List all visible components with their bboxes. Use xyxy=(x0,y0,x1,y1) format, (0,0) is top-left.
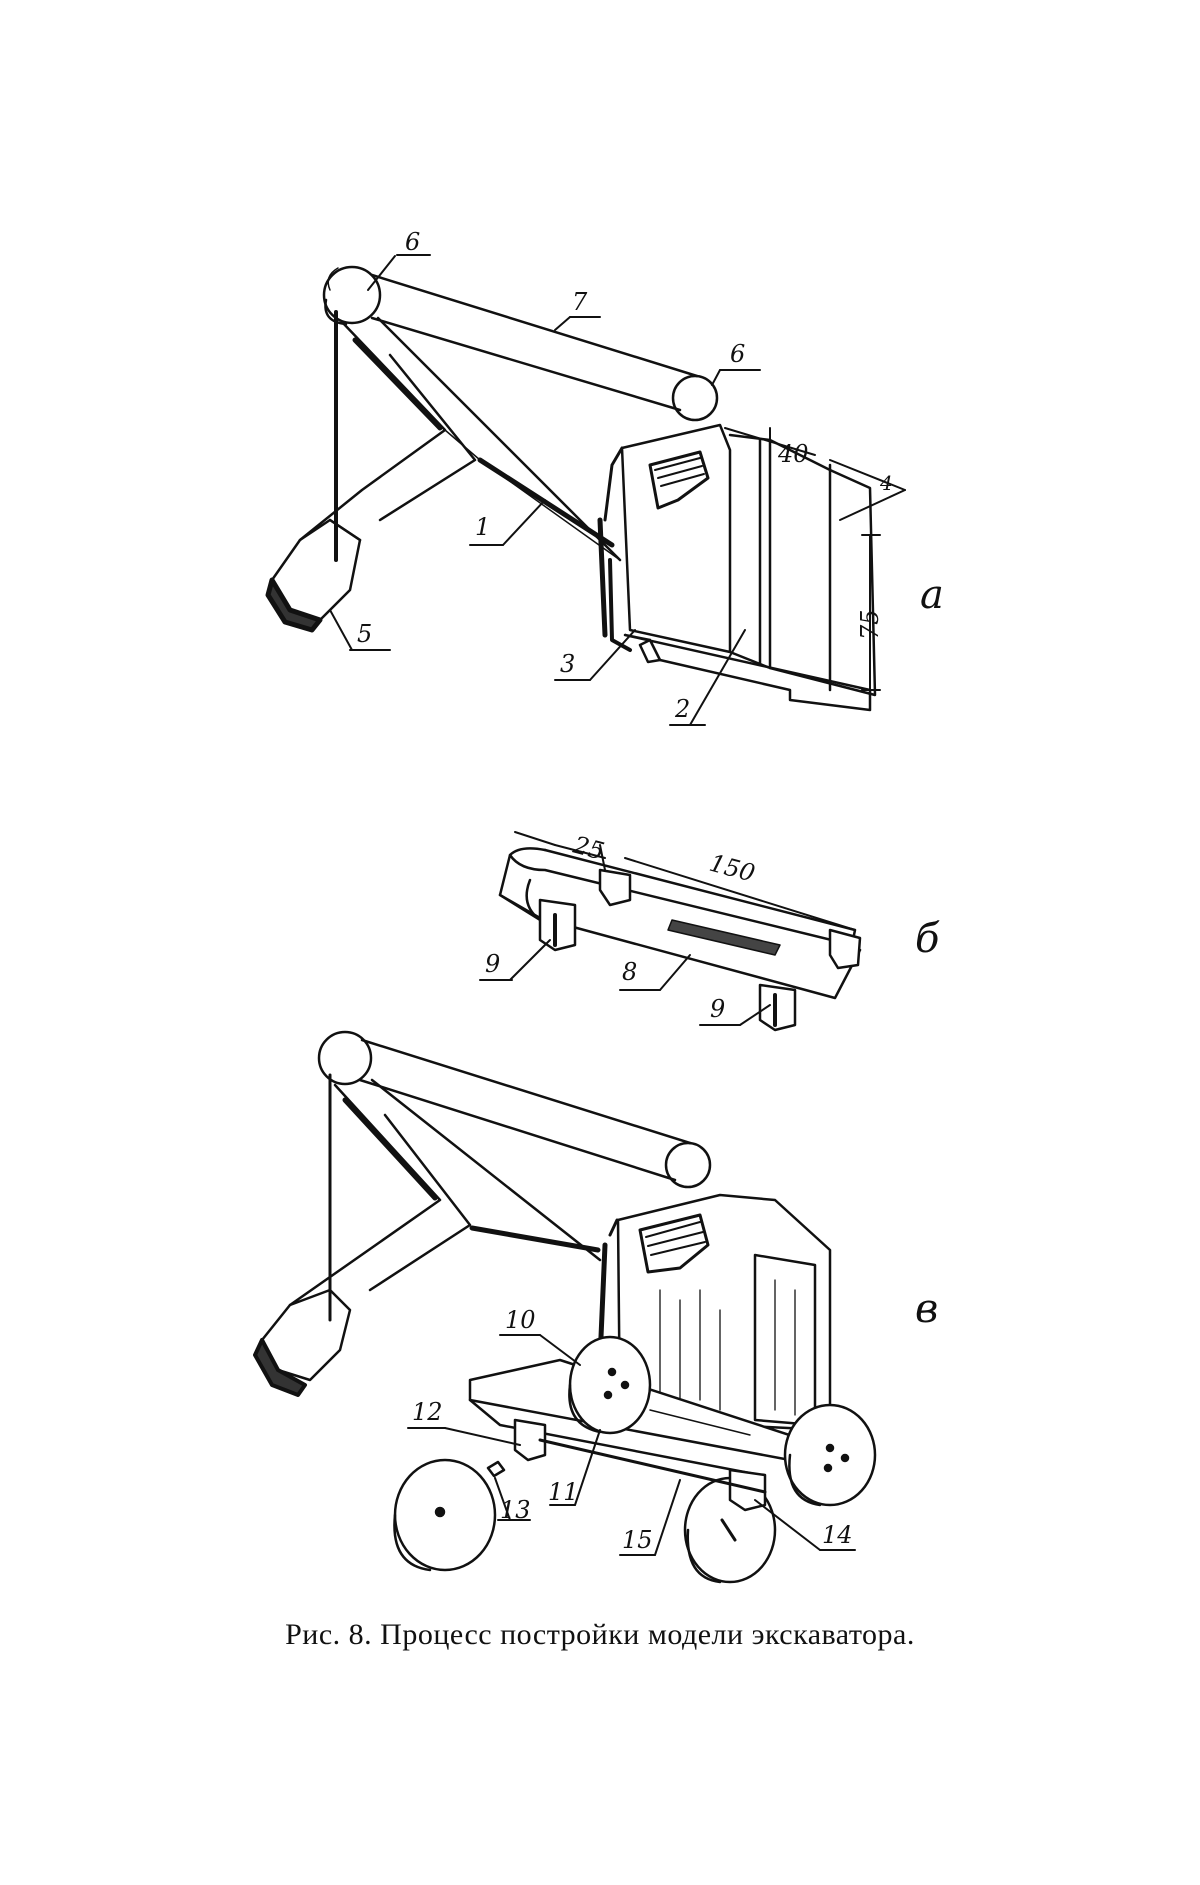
callout-11-axle: 11 xyxy=(548,1478,579,1506)
callout-4-panel: 4 xyxy=(879,471,893,495)
callout-2-side: 2 xyxy=(674,695,690,723)
boom-arm-1 xyxy=(300,318,620,560)
panel-letter-c: в xyxy=(915,1286,938,1332)
panel-a-leaders xyxy=(330,255,905,725)
callout-9-right-bracket: 9 xyxy=(710,995,725,1023)
wheel-loose-left xyxy=(394,1460,495,1570)
bracket-9-left xyxy=(540,900,575,950)
callout-1-boom: 1 xyxy=(475,513,490,541)
callout-5-bucket: 5 xyxy=(357,620,372,648)
callout-3-cab: 3 xyxy=(560,650,575,678)
callout-9-left-bracket: 9 xyxy=(485,950,500,978)
panel-letter-b: б xyxy=(915,916,940,962)
bucket-5 xyxy=(268,312,360,630)
cab-body xyxy=(600,425,875,710)
callout-12: 12 xyxy=(412,1398,443,1426)
dimension-150: 150 xyxy=(706,849,757,888)
panel-letter-a: а xyxy=(920,572,944,618)
figure-caption: Рис. 8. Процесс постройки модели экскава… xyxy=(0,1618,1200,1652)
callout-6-boom-pulley: 6 xyxy=(405,228,420,256)
dimension-40: 40 xyxy=(777,440,809,468)
panel-b-drawing xyxy=(480,832,860,1030)
callout-15-rod: 15 xyxy=(622,1526,653,1554)
wheel-10 xyxy=(569,1337,650,1433)
callout-13-pin: 13 xyxy=(500,1496,531,1524)
callout-8-platform: 8 xyxy=(622,958,637,986)
cab-pulley-6 xyxy=(673,376,717,420)
panel-a-drawing xyxy=(268,255,905,725)
callout-7-cable: 7 xyxy=(572,288,588,316)
callout-14-wheel-mount: 14 xyxy=(822,1521,853,1549)
callout-10-wheel: 10 xyxy=(505,1306,536,1334)
wheel-rear-right xyxy=(785,1405,875,1505)
callout-6-cab-pulley: 6 xyxy=(730,340,745,368)
dimension-75: 75 xyxy=(856,609,884,640)
